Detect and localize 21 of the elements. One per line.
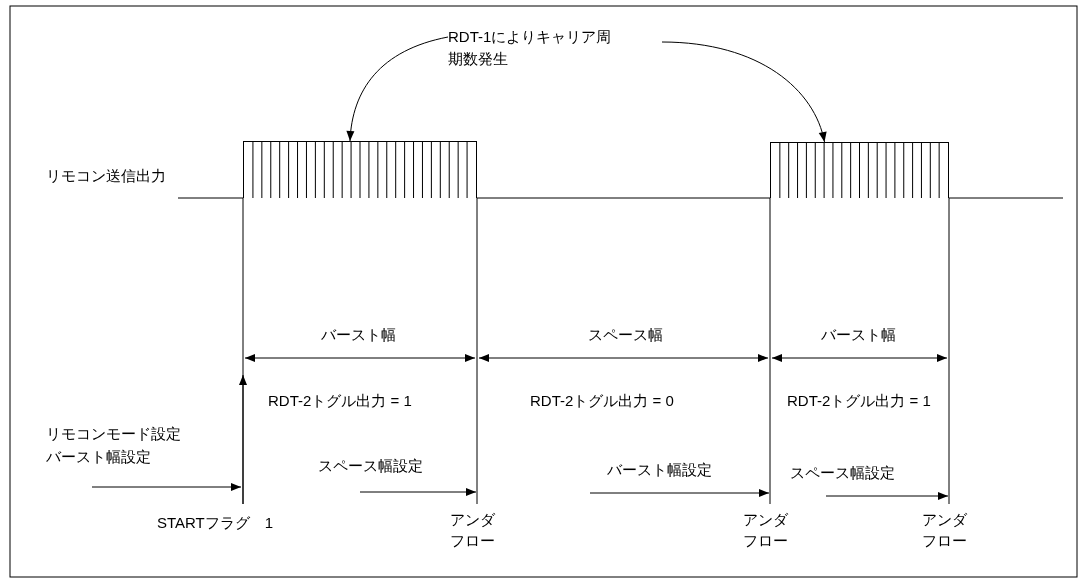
dimension-label: バースト幅 bbox=[320, 325, 396, 344]
state-label: RDT-2トグル出力 = 1 bbox=[268, 391, 412, 410]
state-label: RDT-2トグル出力 = 1 bbox=[787, 391, 931, 410]
setting-label: スペース幅設定 bbox=[318, 456, 423, 475]
carrier-burst bbox=[243, 141, 477, 198]
leader-arrow bbox=[661, 41, 826, 143]
callout-text: RDT-1によりキャリア周期数発生 bbox=[448, 26, 623, 70]
event-label: アンダフロー bbox=[743, 510, 789, 551]
event-label: アンダフロー bbox=[922, 510, 968, 551]
state-label: RDT-2トグル出力 = 0 bbox=[530, 391, 674, 410]
setting-label: バースト幅設定 bbox=[607, 460, 712, 479]
dimension-label: バースト幅 bbox=[820, 325, 896, 344]
signal-name: リモコン送信出力 bbox=[46, 166, 166, 185]
event-label: STARTフラグ 1 bbox=[157, 513, 274, 532]
leader-arrow bbox=[346, 36, 449, 142]
carrier-burst bbox=[770, 142, 949, 198]
setting-label: リモコンモード設定 bbox=[46, 424, 181, 443]
setting-label: スペース幅設定 bbox=[790, 463, 895, 482]
setting-label: バースト幅設定 bbox=[46, 447, 151, 466]
dimension-label: スペース幅 bbox=[587, 325, 663, 344]
event-label: アンダフロー bbox=[450, 510, 496, 551]
